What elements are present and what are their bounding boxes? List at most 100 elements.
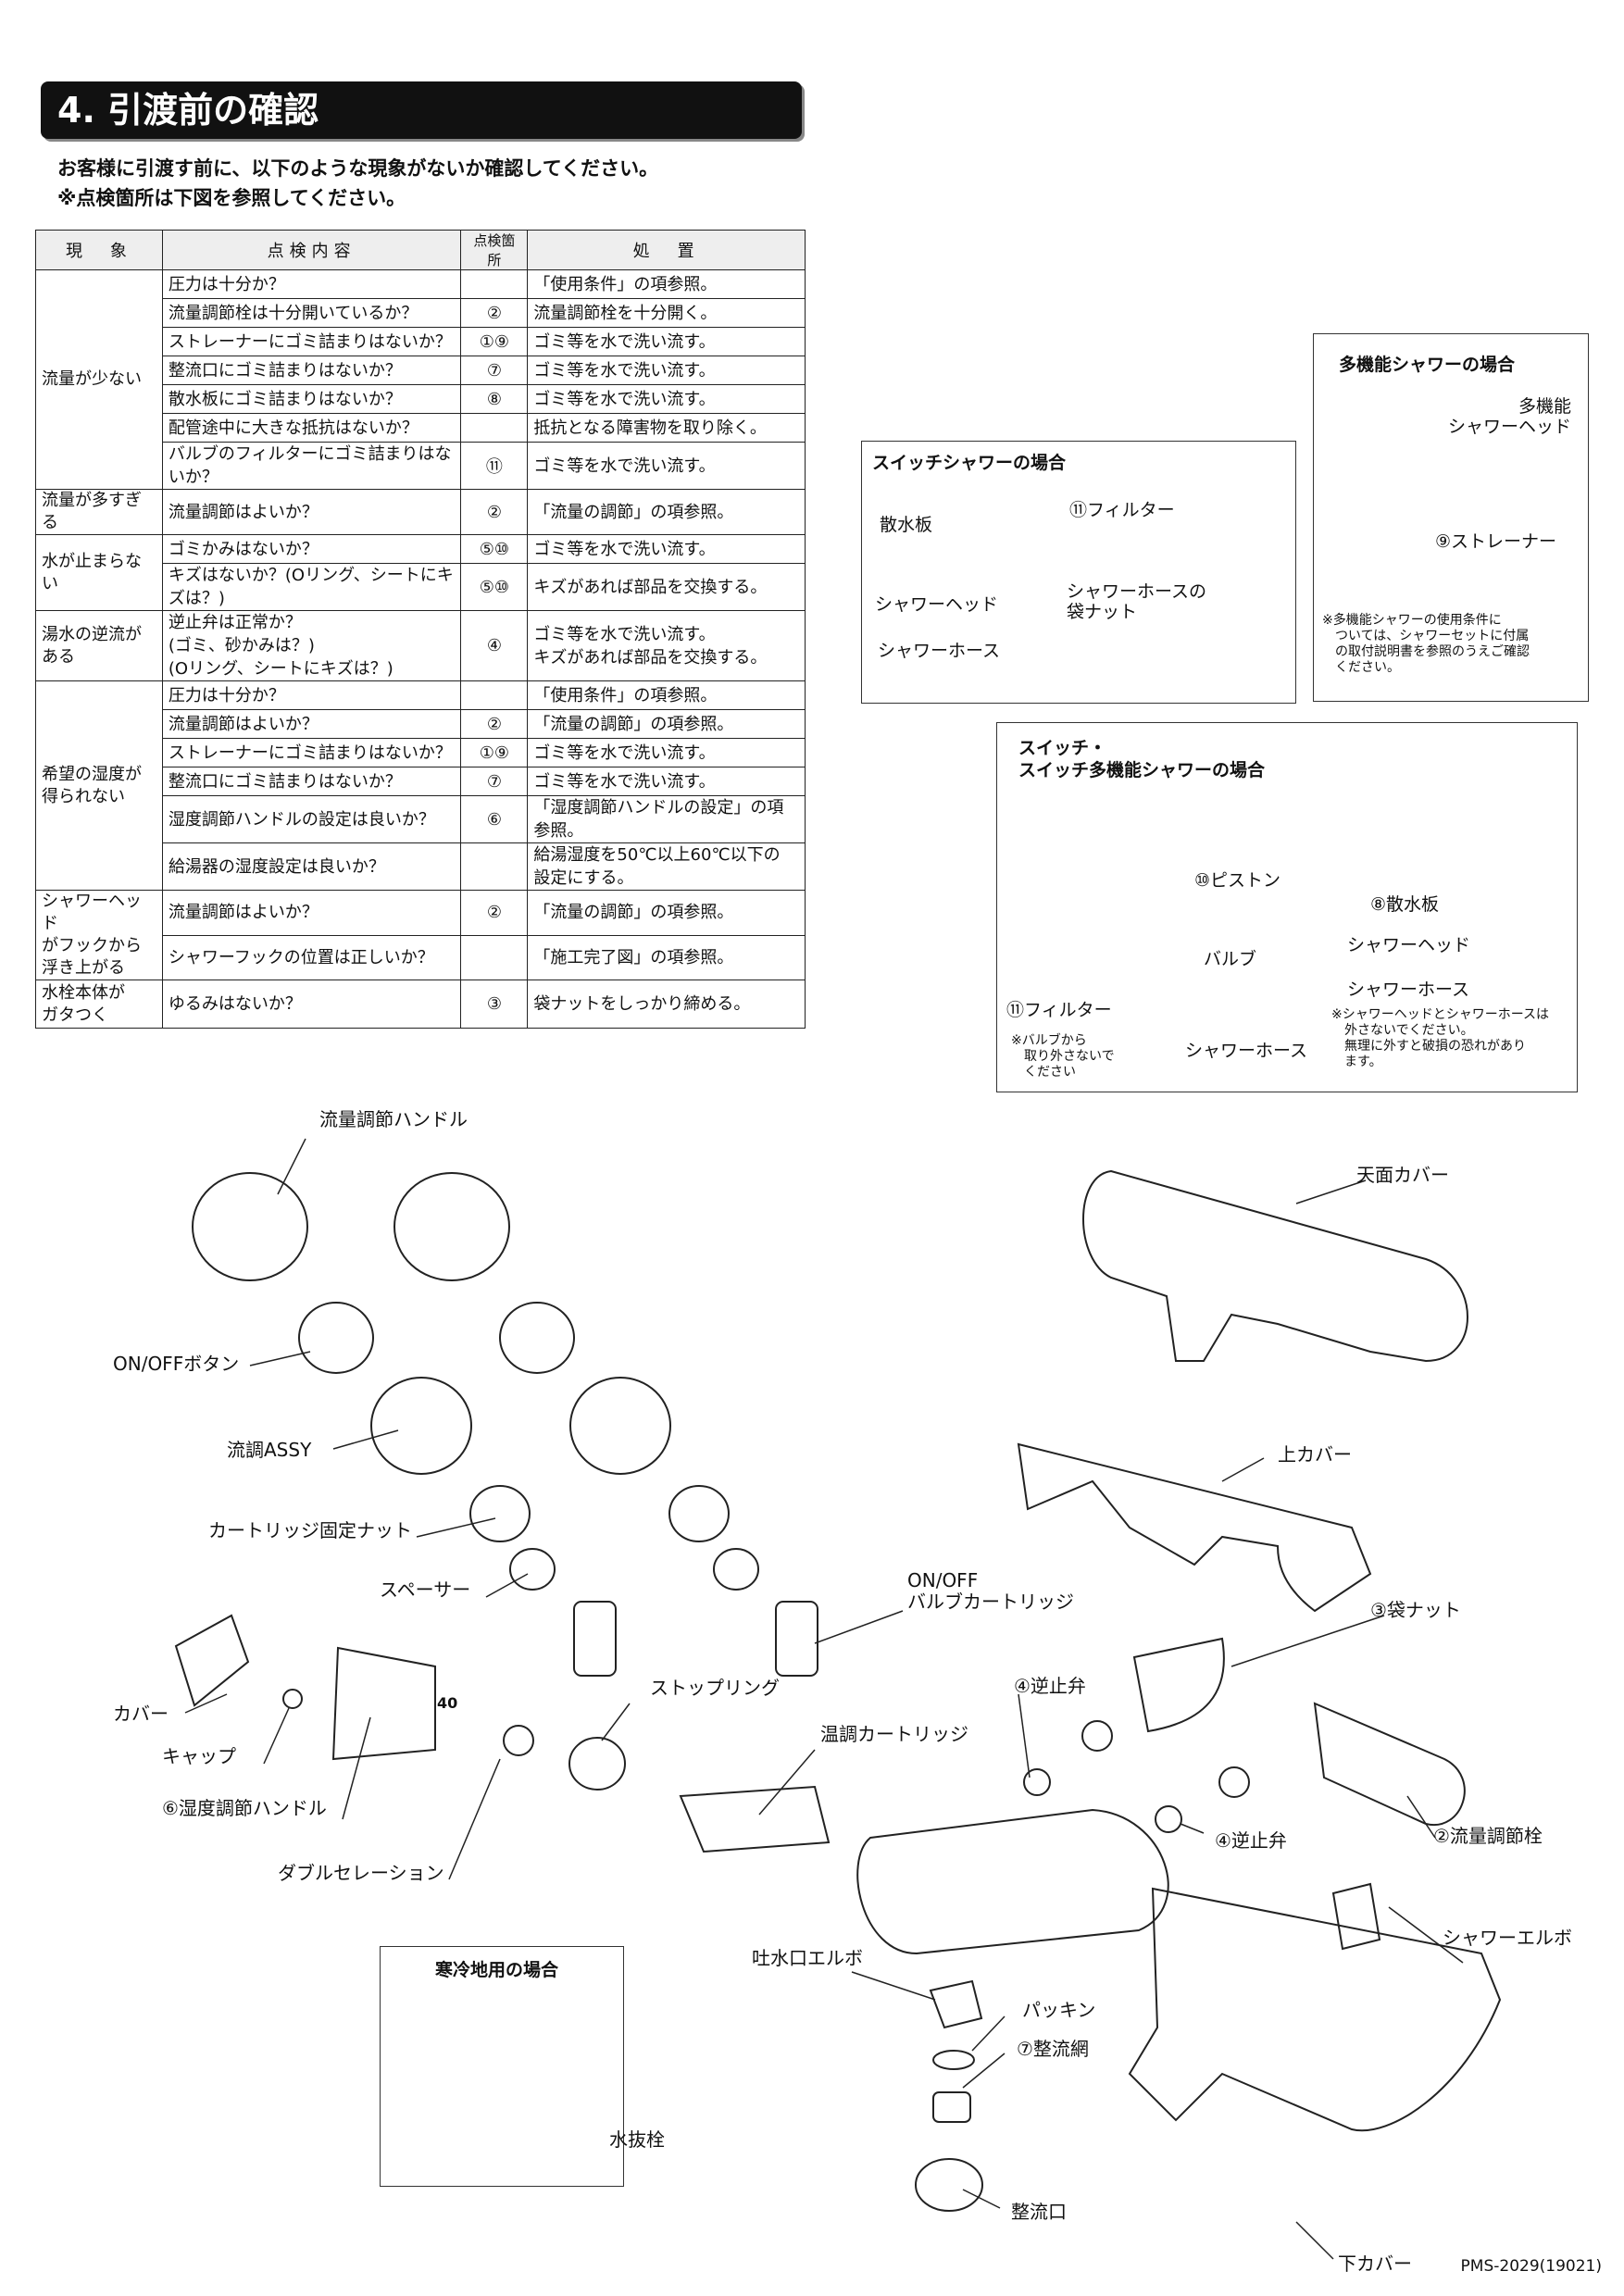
label-hose-nut: シャワーホースの 袋ナット xyxy=(1067,581,1207,622)
label-lower-cover: 下カバー xyxy=(1338,2252,1412,2275)
label-cartridge-nut: カートリッジ固定ナット xyxy=(208,1519,412,1541)
check-item-cell: ストレーナーにゴミ詰まりはないか？ xyxy=(161,327,462,356)
phenomenon-cell: 希望の湿度が 得られない xyxy=(35,680,163,891)
switch-shower-box xyxy=(861,441,1296,704)
table-row: 流量調節はよいか？②「流量の調節」の項参照。 xyxy=(36,709,806,739)
phenomenon-cell: 湯水の逆流が ある xyxy=(35,610,163,681)
location-cell xyxy=(460,842,529,891)
check-item-cell: シャワーフックの位置は正しいか？ xyxy=(161,934,462,980)
check-item-cell: 圧力は十分か？ xyxy=(161,269,462,299)
label-straightener-net: ⑦整流網 xyxy=(1017,2038,1089,2060)
label-top-cover: 天面カバー xyxy=(1356,1164,1449,1186)
label-shower-elbow: シャワーエルボ xyxy=(1443,1927,1572,1949)
action-cell: 「使用条件」の項参照。 xyxy=(527,269,806,299)
label-multi-head: 多機能 シャワーヘッド xyxy=(1448,396,1572,437)
action-cell: 「施工完了図」の項参照。 xyxy=(527,934,806,980)
switch-multi-box xyxy=(996,722,1578,1092)
note-valve: ※バルブから 取り外さないで ください xyxy=(1011,1033,1115,1079)
location-cell xyxy=(460,934,529,980)
location-cell: ② xyxy=(460,709,529,739)
location-cell: ⑥ xyxy=(460,795,529,843)
check-item-cell: バルブのフィルターにゴミ詰まりはないか？ xyxy=(161,442,462,490)
check-item-cell: 給湯器の湿度設定は良いか？ xyxy=(161,842,462,891)
label-shower-hose: シャワーホース xyxy=(878,641,1001,661)
label-packing: パッキン xyxy=(1022,1999,1096,2021)
label-cover: カバー xyxy=(113,1703,169,1725)
label-hose-2: シャワーホース xyxy=(1347,980,1470,1000)
table-row: 希望の湿度が 得られない圧力は十分か？「使用条件」の項参照。 xyxy=(35,680,806,891)
section-title: 4. 引渡前の確認 xyxy=(41,81,802,139)
label-filter-2: ⑪フィルター xyxy=(1006,1000,1112,1020)
action-cell: ゴミ等を水で洗い流す。 キズがあれば部品を交換する。 xyxy=(527,610,806,681)
table-row: 配管途中に大きな抵抗はないか？抵抗となる障害物を取り除く。 xyxy=(36,413,806,443)
location-cell: ② xyxy=(460,890,529,936)
intro-line-2: ※点検箇所は下図を参照してください。 xyxy=(57,187,406,209)
action-cell: 「流量の調節」の項参照。 xyxy=(527,709,806,739)
location-cell: ⑤⑩ xyxy=(460,534,529,564)
document-id: PMS-2029(19021) xyxy=(1460,2257,1602,2276)
label-temp-cartridge: 温調カートリッジ xyxy=(820,1723,968,1745)
table-row: シャワーヘッド がフックから 浮き上がる流量調節はよいか？②「流量の調節」の項参… xyxy=(35,890,806,980)
location-cell: ⑦ xyxy=(460,767,529,796)
action-cell: 「流量の調節」の項参照。 xyxy=(527,489,806,535)
multi-shower-box xyxy=(1313,333,1589,702)
check-item-cell: ストレーナーにゴミ詰まりはないか？ xyxy=(161,738,462,767)
check-item-cell: 逆止弁は正常か？ (ゴミ、砂かみは？) (Oリング、シートにキズは？) xyxy=(161,610,462,681)
location-cell xyxy=(460,413,529,443)
table-row: シャワーフックの位置は正しいか？ 「施工完了図」の項参照。 xyxy=(36,934,806,980)
label-cap: キャップ xyxy=(162,1745,236,1767)
label-temp-handle: ⑥湿度調節ハンドル xyxy=(162,1797,327,1819)
cold-region-box xyxy=(380,1946,624,2187)
label-valve: バルブ xyxy=(1204,949,1257,969)
handle-dial-digits: 40 xyxy=(437,1694,458,1712)
action-cell: 「使用条件」の項参照。 xyxy=(527,680,806,710)
phenomenon-cell: 流量が多すぎる xyxy=(35,489,163,535)
action-cell: ゴミ等を水で洗い流す。 xyxy=(527,738,806,767)
switch-shower-title: スイッチシャワーの場合 xyxy=(872,453,1067,473)
label-check-valve-top: ④逆止弁 xyxy=(1014,1675,1086,1697)
location-cell: ② xyxy=(460,489,529,535)
table-header-cell: 点検内容 xyxy=(161,230,462,270)
phenomenon-cell: 水が止まらない xyxy=(35,534,163,611)
phenomenon-cell: シャワーヘッド がフックから 浮き上がる xyxy=(35,890,163,980)
label-water-drain-plug: 水抜栓 xyxy=(609,2128,665,2151)
action-cell: ゴミ等を水で洗い流す。 xyxy=(527,442,806,490)
table-row: 給湯器の湿度設定は良いか？給湯湿度を50℃以上60℃以下の 設定にする。 xyxy=(36,842,806,891)
label-upper-cover: 上カバー xyxy=(1278,1443,1352,1466)
location-cell: ⑪ xyxy=(460,442,529,490)
label-flow-handle: 流量調節ハンドル xyxy=(319,1108,468,1130)
label-fukuro-nut: ③袋ナット xyxy=(1370,1599,1461,1621)
action-cell: 抵抗となる障害物を取り除く。 xyxy=(527,413,806,443)
cold-region-title: 寒冷地用の場合 xyxy=(435,1960,559,1980)
location-cell: ② xyxy=(460,298,529,328)
label-head-2: シャワーヘッド xyxy=(1347,935,1471,955)
label-check-valve-bottom: ④逆止弁 xyxy=(1215,1829,1287,1852)
label-spacer: スペーサー xyxy=(380,1578,471,1601)
label-ryucho-assy: 流調ASSY xyxy=(227,1439,312,1461)
switch-multi-title: スイッチ・ スイッチ多機能シャワーの場合 xyxy=(1018,738,1266,780)
label-spout-elbow: 吐水口エルボ xyxy=(752,1947,863,1969)
location-cell: ④ xyxy=(460,610,529,681)
table-header-cell: 現 象 xyxy=(35,230,163,270)
label-piston: ⑩ピストン xyxy=(1194,870,1281,891)
intro-line-1: お客様に引渡す前に、以下のような現象がないか確認してください。 xyxy=(57,157,659,180)
label-filter: ⑪フィルター xyxy=(1069,500,1175,520)
table-row: 湿度調節ハンドルの設定は良いか？⑥「湿度調節ハンドルの設定」の項参照。 xyxy=(36,795,806,843)
location-cell: ⑦ xyxy=(460,356,529,385)
table-row: 流量が少ない圧力は十分か？「使用条件」の項参照。 xyxy=(35,269,806,490)
check-item-cell: キズはないか？(Oリング、シートにキズは？) xyxy=(161,563,462,611)
label-strainer: ⑨ストレーナー xyxy=(1435,531,1557,552)
action-cell: ゴミ等を水で洗い流す。 xyxy=(527,356,806,385)
label-straightener: 整流口 xyxy=(1011,2201,1067,2223)
exploded-faucet-drawing xyxy=(174,1138,1502,2260)
action-cell: 袋ナットをしっかり締める。 xyxy=(527,980,806,1029)
label-onoff-button: ON/OFFボタン xyxy=(113,1353,240,1375)
action-cell: ゴミ等を水で洗い流す。 xyxy=(527,534,806,564)
